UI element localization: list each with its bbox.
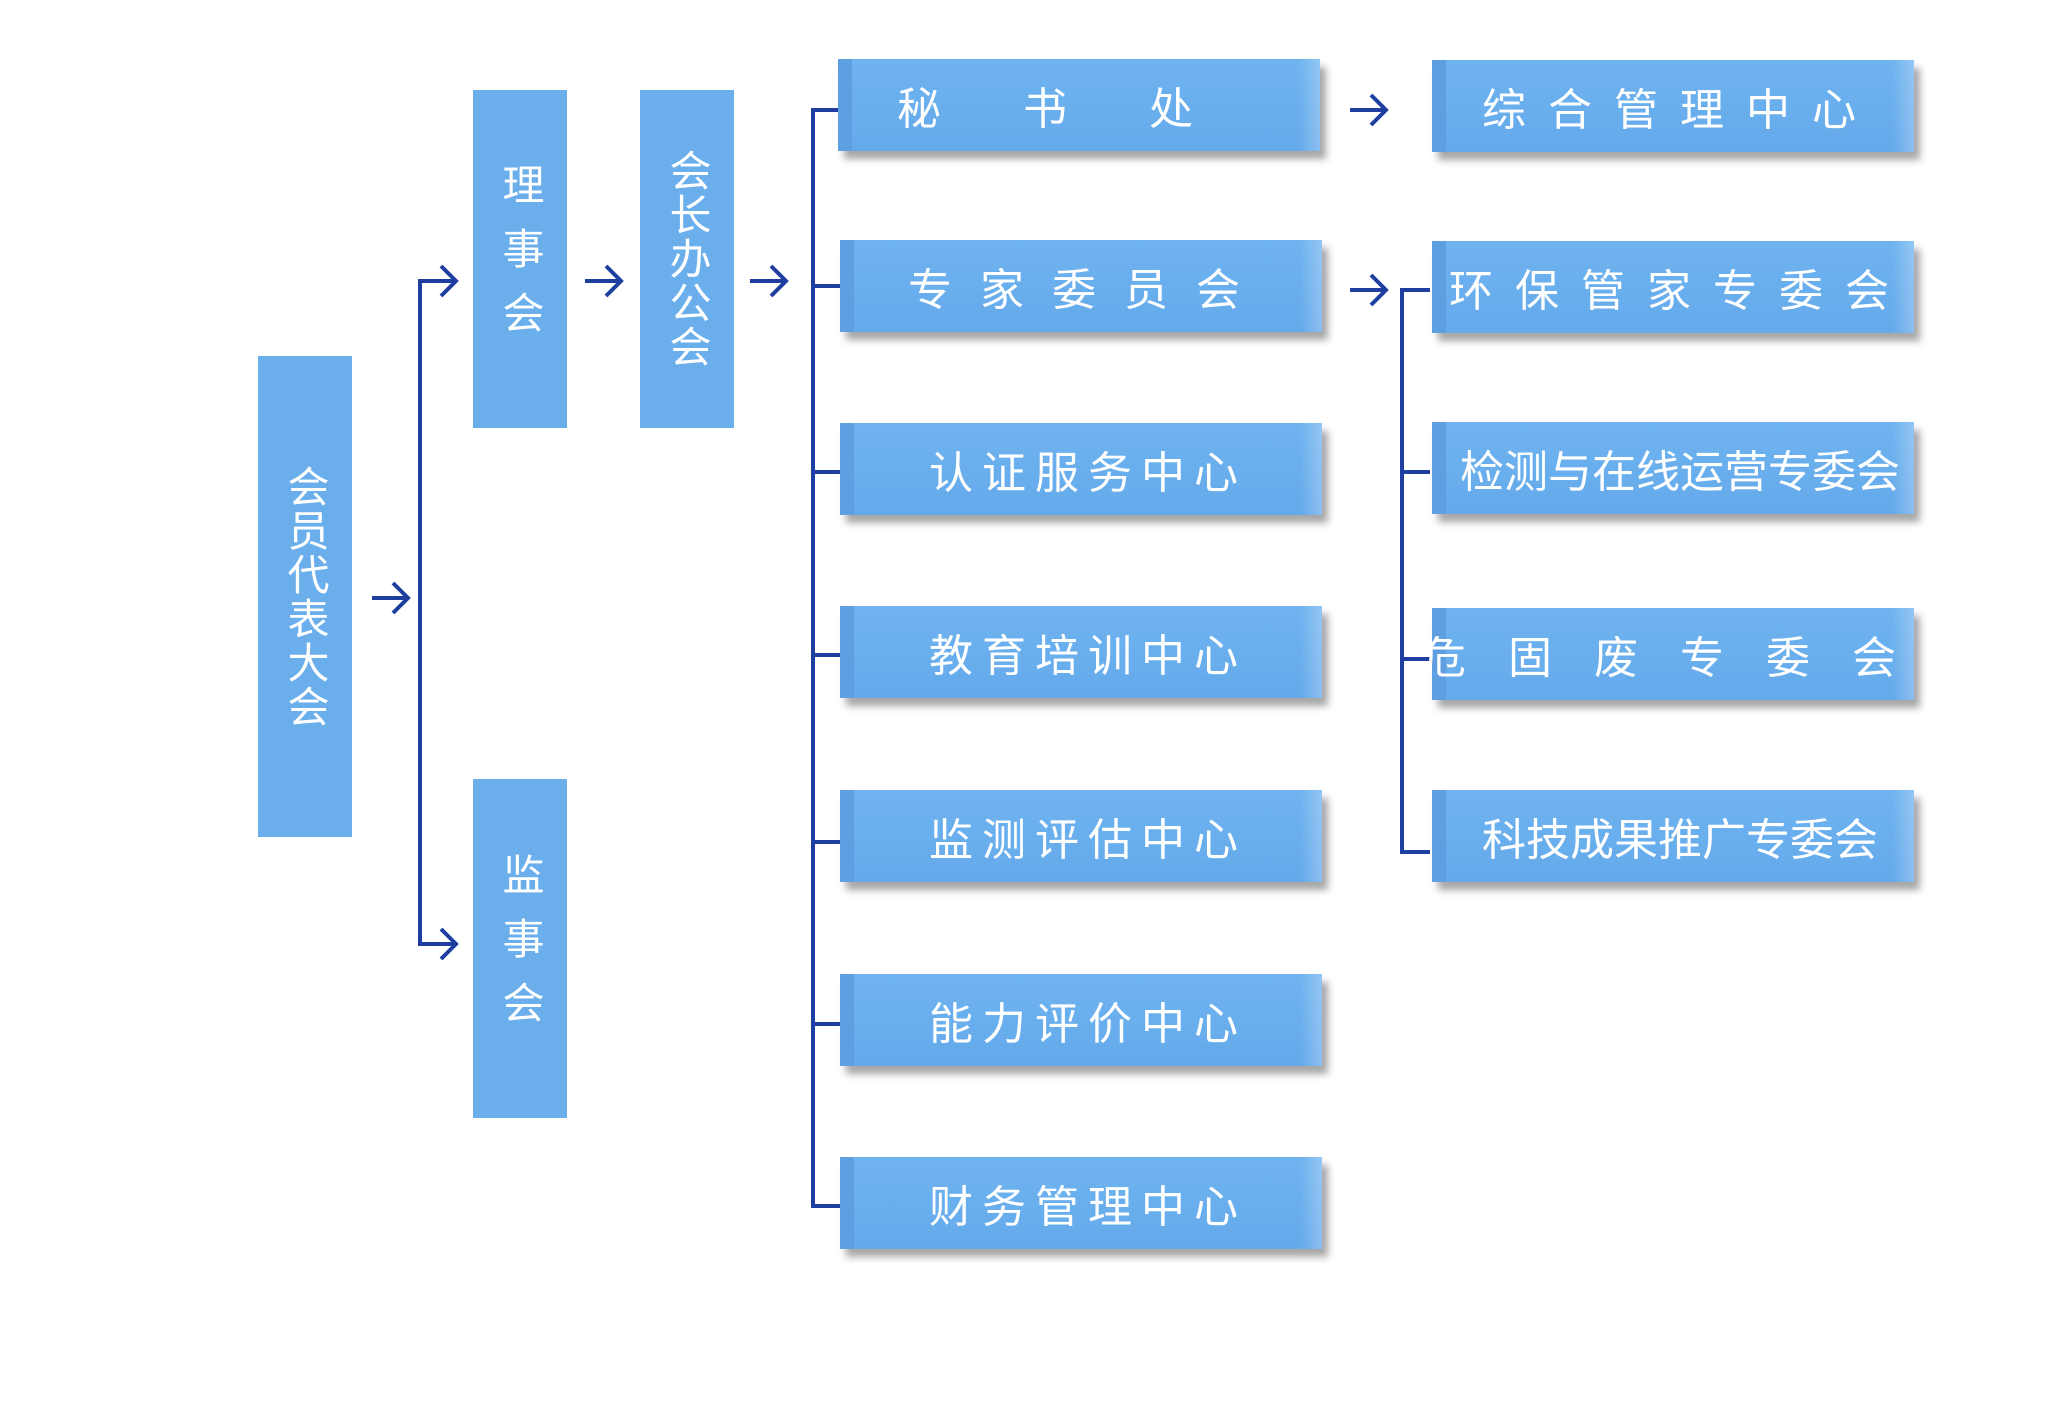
node-certification-center: 认证服务中心	[840, 423, 1322, 515]
node-supervisors: 监事会	[473, 779, 567, 1118]
arrow-office-to-centers	[750, 264, 789, 298]
node-monitoring-center: 监测评估中心	[840, 790, 1322, 882]
node-tech-promotion: 科技成果推广专委会	[1432, 790, 1914, 882]
node-president-office-label: 会长办公会	[663, 149, 712, 369]
node-education-center-label: 教育培训中心	[929, 631, 1247, 682]
arrow-expert	[1350, 273, 1389, 307]
bracket-committees	[1400, 288, 1430, 854]
node-congress-label: 会员代表大会	[281, 464, 330, 729]
node-testing-online-label: 检测与在线运营专委会	[1460, 447, 1900, 498]
node-president-office: 会长办公会	[640, 90, 734, 428]
node-certification-center-label: 认证服务中心	[929, 448, 1247, 499]
node-finance-center: 财务管理中心	[840, 1157, 1322, 1249]
node-capability-center: 能力评价中心	[840, 974, 1322, 1066]
node-monitoring-center-label: 监测评估中心	[929, 815, 1247, 866]
arrow-council	[430, 264, 459, 298]
bracket-centers	[811, 108, 840, 1208]
node-env-housekeeper-label: 环保管家专委会	[1449, 266, 1911, 317]
node-general-management-label: 综合管理中心	[1482, 85, 1878, 136]
node-capability-center-label: 能力评价中心	[929, 999, 1247, 1050]
arrow-council-to-office	[585, 264, 624, 298]
node-congress: 会员代表大会	[258, 356, 352, 837]
node-hazardous-waste-label: 危固废专委会	[1422, 633, 1938, 684]
node-education-center: 教育培训中心	[840, 606, 1322, 698]
node-tech-promotion-label: 科技成果推广专委会	[1482, 815, 1878, 866]
arrow-secretariat	[1350, 93, 1389, 127]
node-expert-committee-label: 专家委员会	[908, 265, 1268, 316]
bracket-congress	[418, 279, 448, 946]
node-env-housekeeper: 环保管家专委会	[1432, 241, 1914, 333]
node-secretariat: 秘书处	[838, 59, 1320, 151]
node-council: 理事会	[473, 90, 567, 428]
node-secretariat-label: 秘书处	[897, 84, 1275, 135]
arrow-congress	[372, 581, 411, 615]
node-supervisors-label: 监事会	[496, 852, 545, 1045]
arrow-supervisors	[430, 927, 459, 961]
node-expert-committee: 专家委员会	[840, 240, 1322, 332]
node-testing-online: 检测与在线运营专委会	[1432, 422, 1914, 514]
node-council-label: 理事会	[496, 163, 545, 355]
node-general-management: 综合管理中心	[1432, 60, 1914, 152]
node-finance-center-label: 财务管理中心	[929, 1182, 1247, 1233]
node-hazardous-waste: 危固废专委会	[1422, 608, 1914, 700]
